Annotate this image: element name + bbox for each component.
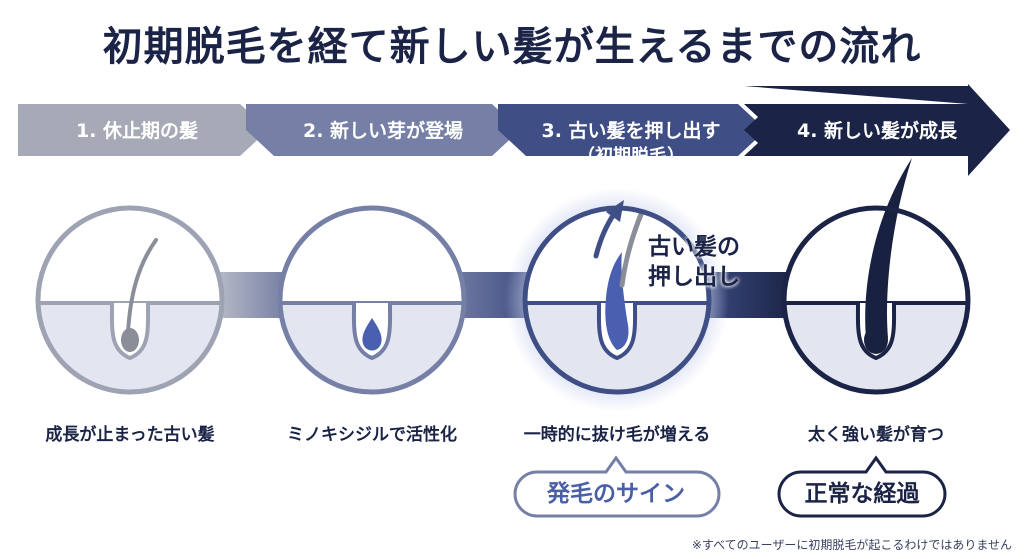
stage-4-illustration <box>781 158 971 395</box>
step-label-3: 3. 古い髪を押し出す <box>541 120 721 142</box>
step-label-1: 1. 休止期の髪 <box>75 120 199 142</box>
page-title: 初期脱毛を経て新しい髪が生えるまでの流れ <box>102 24 922 70</box>
push-up-arrow-icon <box>593 211 617 259</box>
stage-2-illustration <box>277 205 467 395</box>
footnote: ※すべてのユーザーに初期脱毛が起こるわけではありません <box>691 538 1012 552</box>
caption-3: 一時的に抜け毛が増える <box>523 425 711 445</box>
step-label-4: 4. 新しい髪が成長 <box>796 120 958 142</box>
sign-badge-outline <box>513 455 721 518</box>
stage-1-illustration <box>35 205 225 395</box>
final-arrow-head <box>744 84 1010 176</box>
normal-badge: 正常な経過 <box>804 481 920 507</box>
step-arrow-3 <box>498 104 766 156</box>
step-sub-3: （初期脱毛） <box>577 146 685 167</box>
step-arrow-1 <box>18 104 268 156</box>
step-arrow-2 <box>246 104 520 156</box>
sign-badge: 発毛のサイン <box>547 481 685 507</box>
normal-badge-outline <box>777 455 947 518</box>
step-label-2: 2. 新しい芽が登場 <box>302 120 464 142</box>
push-out-label: 古い髪の 押し出し <box>648 234 740 290</box>
caption-2: ミノキシジルで活性化 <box>287 425 457 445</box>
caption-1: 成長が止まった古い髪 <box>45 425 215 445</box>
caption-4: 太く強い髪が育つ <box>808 425 944 445</box>
stage-3-illustration <box>505 188 729 412</box>
